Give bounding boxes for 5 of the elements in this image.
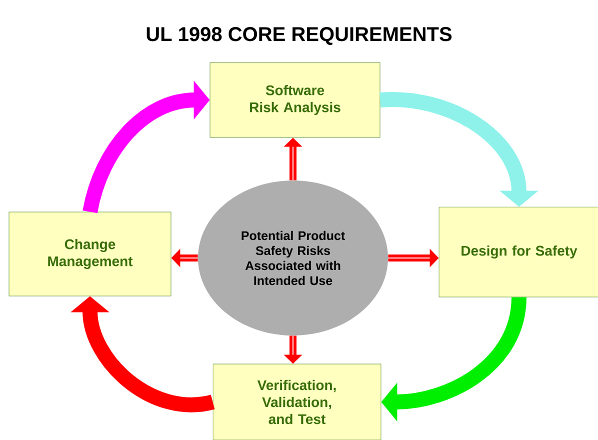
title: UL 1998 CORE REQUIREMENTS: [146, 27, 452, 45]
process-box: Change Management: [8, 212, 172, 296]
process-box: Verification, Validation, and Test: [212, 364, 382, 440]
process-box: Design for Safety: [438, 206, 598, 298]
process-box: Software Risk Analysis: [210, 62, 380, 138]
